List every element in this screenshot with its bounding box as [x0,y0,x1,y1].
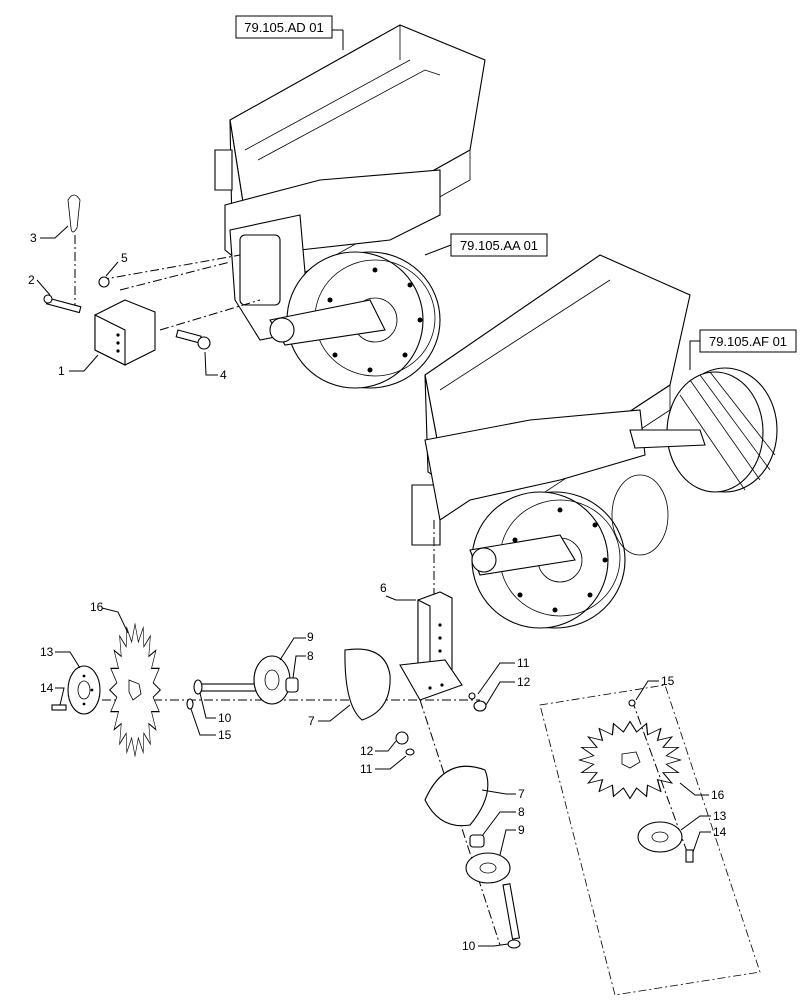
callout-5: 5 [121,251,128,265]
ref-box-aa[interactable]: 79.105.AA 01 [450,233,548,257]
callout-9-left: 9 [307,630,314,644]
callout-15-right: 15 [661,674,675,688]
callout-7-center: 7 [518,787,525,801]
callout-8-center: 8 [518,805,525,819]
shank-assembly [399,591,463,701]
ref-label-ad: 79.105.AD 01 [244,20,324,35]
left-wheel-assembly [51,622,480,758]
callout-16-right: 16 [711,788,725,802]
callout-1: 1 [58,364,65,378]
callout-14-right: 14 [713,825,727,839]
callout-12-center: 12 [360,744,374,758]
callout-10-left: 10 [218,711,232,725]
right-detail-frame [539,684,761,996]
ref-box-ad[interactable]: 79.105.AD 01 [235,15,333,39]
callout-2: 2 [28,273,35,287]
callout-13-left: 13 [40,645,54,659]
ref-label-aa: 79.105.AA 01 [460,238,538,253]
callout-12-right: 12 [517,675,531,689]
mount-bracket-group [43,194,261,366]
ref-box-af[interactable]: 79.105.AF 01 [699,329,797,353]
callout-6: 6 [380,581,387,595]
ref-label-af: 79.105.AF 01 [709,334,787,349]
callout-9-center: 9 [518,823,525,837]
lower-row-unit [411,254,778,629]
callout-14-left: 14 [40,681,54,695]
upper-row-unit [214,24,486,389]
callout-7-left: 7 [308,714,315,728]
center-wheel-assembly [395,692,521,949]
callout-4: 4 [220,368,227,382]
callout-10-center: 10 [462,939,476,953]
callout-15-left: 15 [218,728,232,742]
callouts-lower: 6 16 13 14 10 15 9 8 7 11 12 12 11 7 8 9… [40,581,727,953]
callout-11-center: 11 [360,762,373,776]
callout-3: 3 [30,231,37,245]
callout-8-left: 8 [307,649,314,663]
callout-11-right: 11 [517,656,530,670]
callout-13-right: 13 [713,809,727,823]
callouts-mount: 3 2 5 1 4 [28,225,227,382]
callout-16-left: 16 [90,600,104,614]
